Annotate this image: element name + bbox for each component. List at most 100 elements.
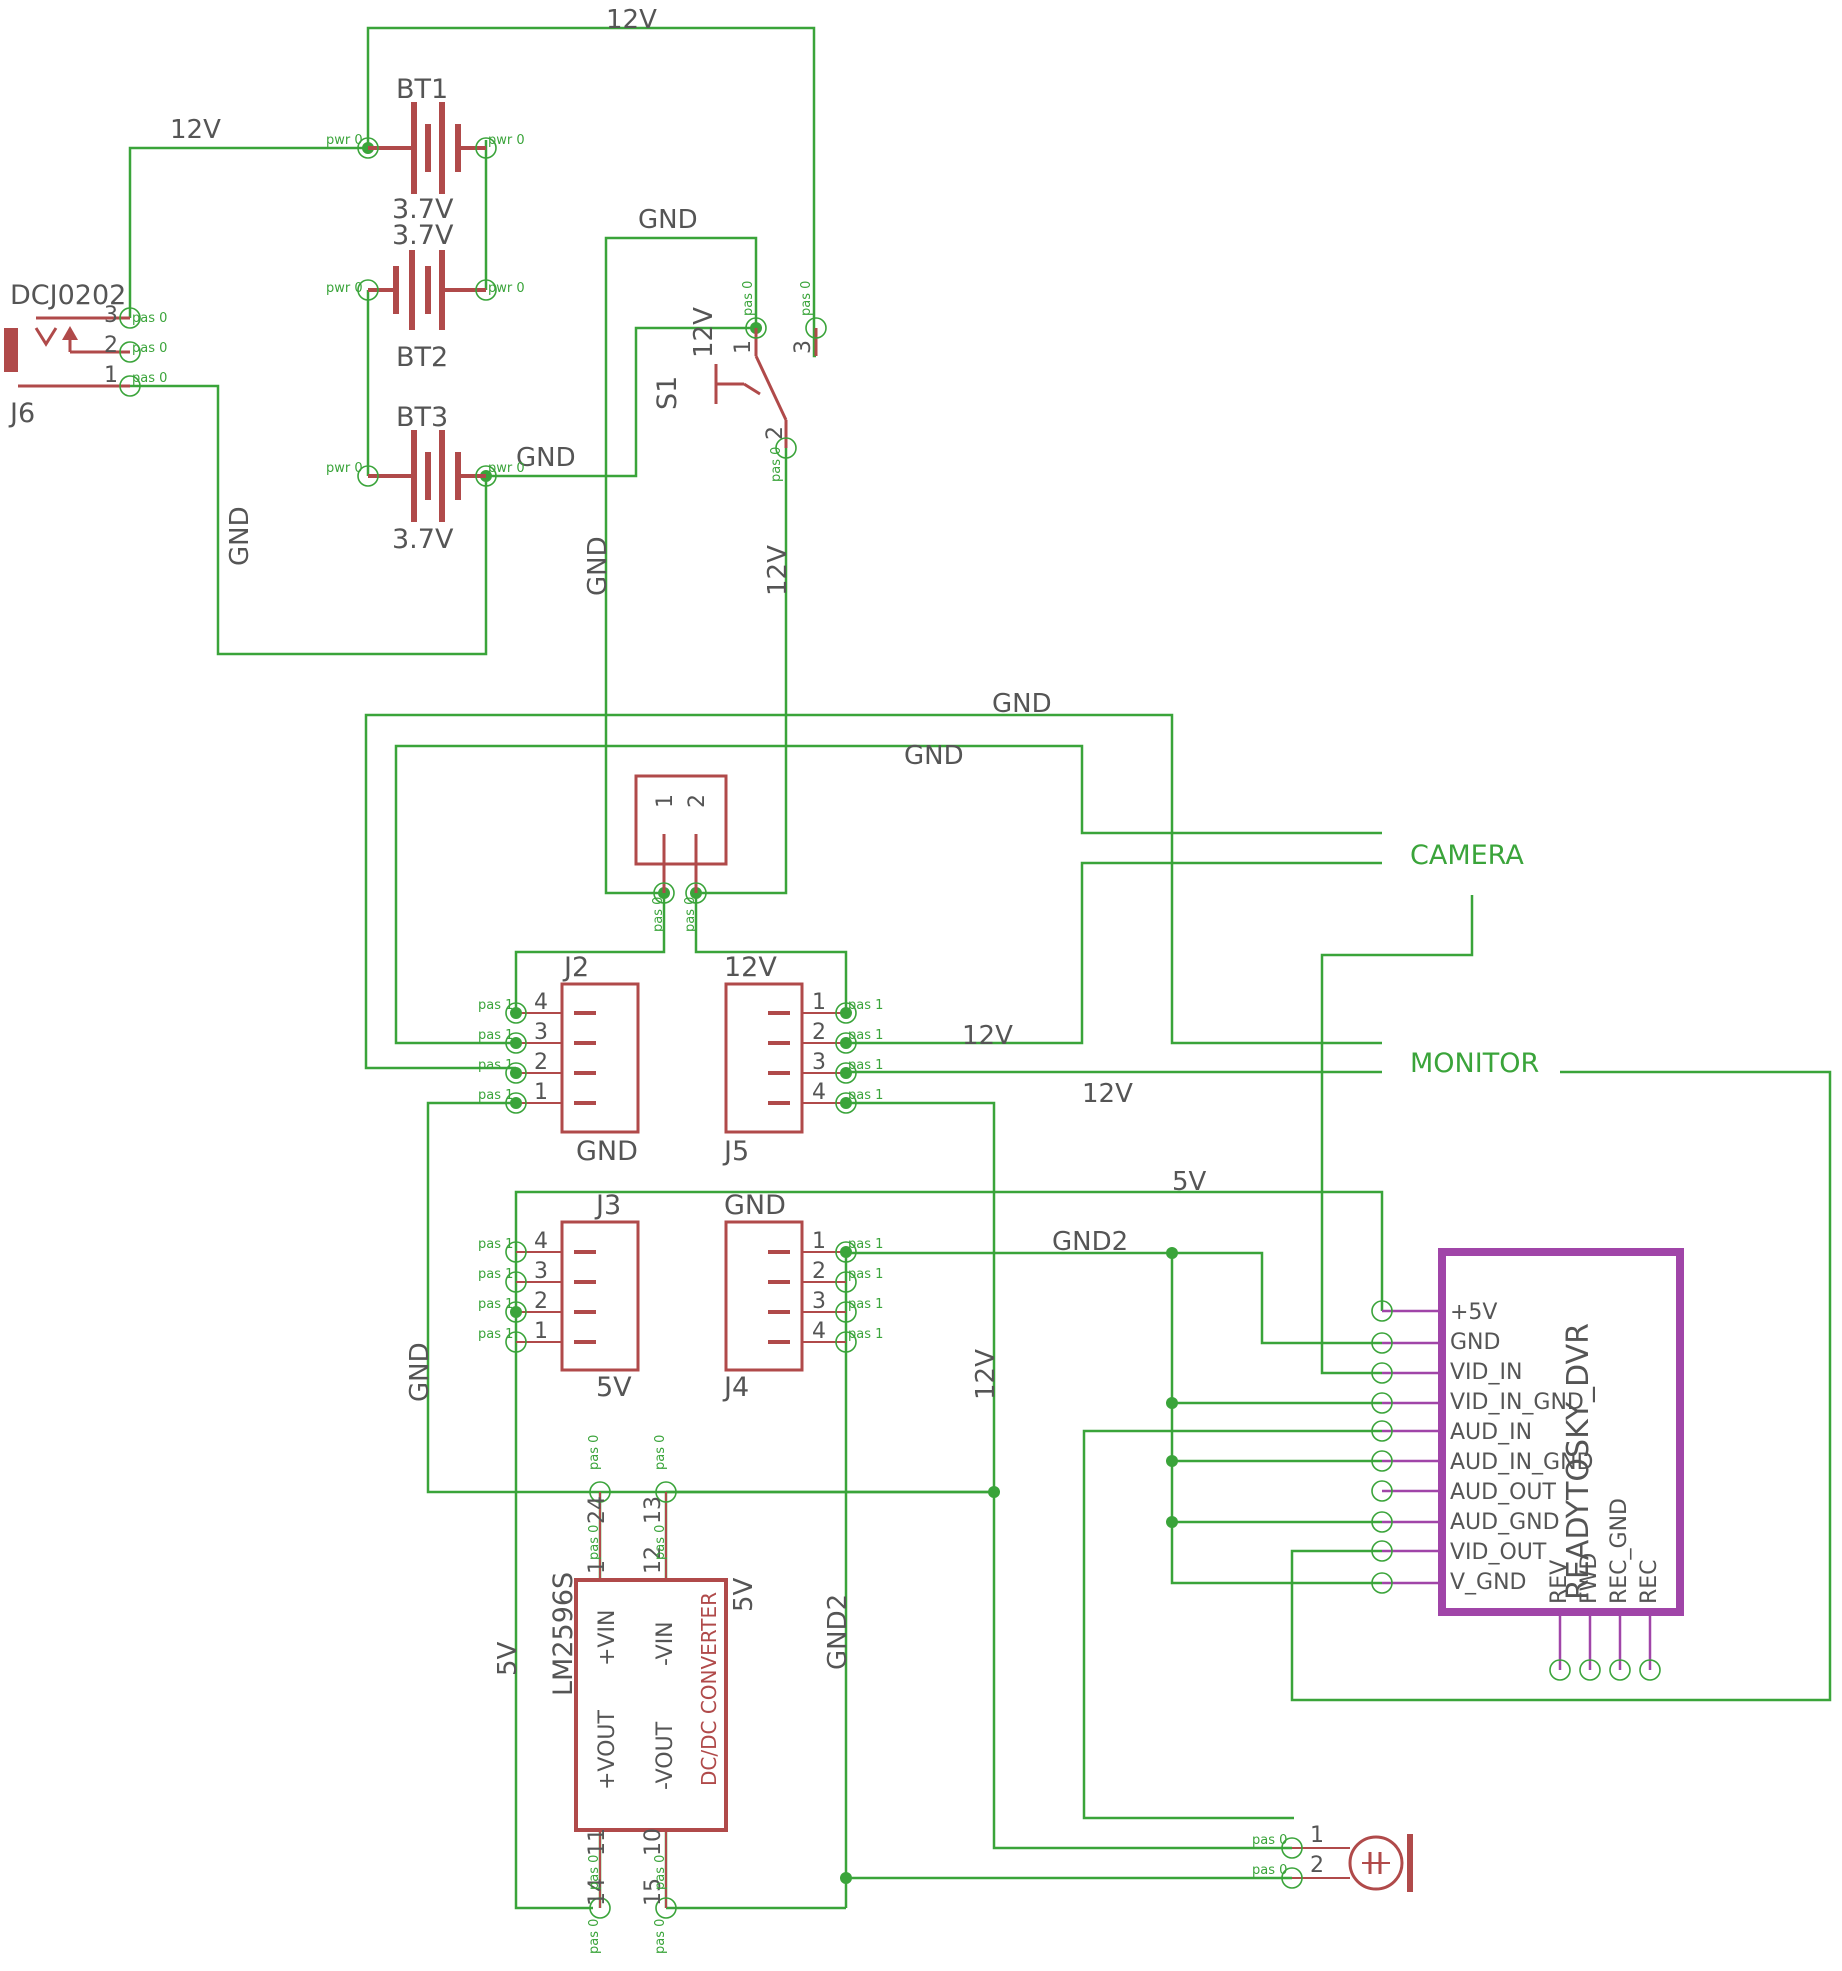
svg-text:pwr 0: pwr 0 [326,461,363,476]
svg-text:11: 11 [585,1828,610,1856]
svg-text:pas 0: pas 0 [653,1855,668,1890]
dvr-pin-rev: REV [1547,1560,1572,1604]
j4-ref: J4 [722,1372,749,1403]
dvr-pin-vid-in-gnd: VID_IN_GND [1450,1390,1584,1415]
dvr-pin-v-gnd: V_GND [1450,1570,1527,1595]
svg-text:1: 1 [585,1560,610,1574]
dc-jack-value: DCJ0202 [10,280,126,311]
net-label-5v-converter: 5V [729,1577,759,1612]
svg-text:pas 0: pas 0 [653,1525,668,1560]
dvr-name: READYTOSKY_DVR [1561,1323,1596,1600]
net-label-gnd-switch: GND [638,205,698,235]
bt3-ref: BT3 [396,402,448,433]
svg-text:pwr 0: pwr 0 [488,133,525,148]
svg-text:pas 0: pas 0 [587,1855,602,1890]
dvr-pin-aud-out: AUD_OUT [1450,1480,1557,1505]
converter-pin-vout-neg: -VOUT [653,1721,678,1790]
dvr-pin-fwd: FWD [1577,1553,1602,1604]
svg-text:pwr 0: pwr 0 [326,133,363,148]
switch-s1: S1 1 2 3 pas 0 pas 0 pas 0 [652,281,827,482]
net-label-gnd2-bus: GND2 [1052,1227,1128,1257]
net-label-gnd-jack: GND [225,506,255,566]
svg-text:pas 0: pas 0 [799,281,814,316]
svg-text:3: 3 [812,1050,826,1075]
svg-text:pas 1: pas 1 [848,1058,883,1073]
svg-text:12: 12 [641,1546,666,1574]
dvr-pin-vid-out: VID_OUT [1450,1540,1547,1565]
bt2-ref: BT2 [396,342,448,373]
svg-text:24: 24 [585,1496,610,1524]
dc-dc-converter: LM2596S DC/DC CONVERTER +VIN -VIN +VOUT … [548,1435,728,1954]
bt3-value: 3.7V [392,524,454,555]
dc-jack-ref: J6 [8,398,35,429]
svg-text:1: 1 [534,1319,548,1344]
net-label-12v-top: 12V [606,5,657,35]
svg-text:pwr 0: pwr 0 [488,281,525,296]
connector-j5: 1 2 3 4 pas 1 pas 1 pas 1 pas 1 12V J5 [722,952,883,1167]
svg-text:pas 1: pas 1 [478,1327,513,1342]
net-label-gnd-camera-loop: GND [904,741,964,771]
header-pin-2: 2 [685,794,710,808]
converter-value: DC/DC CONVERTER [697,1592,721,1786]
svg-text:pas 1: pas 1 [478,1088,513,1103]
wires [128,26,1832,1910]
net-label-12v-s1: 12V [689,307,719,358]
bt1-ref: BT1 [396,74,448,105]
monitor-label: MONITOR [1410,1048,1539,1079]
net-label-12v-switch: 12V [763,545,793,596]
svg-text:pas 1: pas 1 [848,1088,883,1103]
svg-text:pwr 0: pwr 0 [326,281,363,296]
connector-j2: 4 3 2 1 pas 1 pas 1 pas 1 pas 1 J2 GND [478,952,640,1167]
header-pin-1: 1 [653,794,678,808]
microphone: 1 2 pas 0 pas 0 [1252,1823,1413,1892]
svg-text:1: 1 [534,1080,548,1105]
net-label-gnd-monitor-loop: GND [992,689,1052,719]
svg-text:pas 1: pas 1 [848,1028,883,1043]
net-label-gnd-loop: GND [583,536,613,596]
svg-text:pas 1: pas 1 [478,1267,513,1282]
svg-text:pas 0: pas 0 [587,1435,602,1470]
svg-text:1: 1 [812,1229,826,1254]
switch-pin-3: 3 [791,340,816,354]
svg-text:pas 0: pas 0 [769,447,784,482]
svg-text:pas 0: pas 0 [132,311,167,326]
net-label-12v-camera: 12V [962,1021,1013,1051]
j5-ref: J5 [722,1136,749,1167]
mic-pin-1: 1 [1310,1823,1324,1848]
svg-text:4: 4 [812,1319,826,1344]
net-label-gnd-bt3: GND [516,443,576,473]
dc-jack: DCJ0202 J6 3 2 1 pas 0 pas 0 pas 0 [4,280,167,429]
dc-jack-pin-1: 1 [104,363,118,388]
j2-value: GND [576,1136,638,1167]
bt1-value: 3.7V [392,194,454,225]
dvr-pin-aud-in-gnd: AUD_IN_GND [1450,1450,1593,1475]
svg-text:4: 4 [534,1229,548,1254]
mic-pin-2: 2 [1310,1853,1324,1878]
camera-label: CAMERA [1410,840,1524,871]
j3-ref: J3 [594,1190,621,1221]
connector-j4: 1 2 3 4 pas 1 pas 1 pas 1 pas 1 GND J4 [722,1190,883,1403]
svg-text:pas 1: pas 1 [848,1267,883,1282]
svg-text:pas 1: pas 1 [478,1058,513,1073]
svg-text:pas 0: pas 0 [1252,1833,1287,1848]
svg-text:15: 15 [641,1878,666,1906]
svg-text:4: 4 [812,1080,826,1105]
net-label-5v-bus: 5V [1172,1167,1207,1197]
net-label-gnd2-converter: GND2 [823,1594,853,1670]
switch-pin-2: 2 [763,426,788,440]
svg-text:pas 1: pas 1 [478,998,513,1013]
svg-text:pas 1: pas 1 [478,1237,513,1252]
dvr-pin-gnd: GND [1450,1330,1500,1355]
svg-text:2: 2 [534,1050,548,1075]
two-pin-header: 1 2 pas 0 pas 0 [634,774,728,932]
j3-value: 5V [596,1372,632,1403]
svg-text:pas 0: pas 0 [1252,1863,1287,1878]
net-label-5v-left: 5V [493,1641,523,1676]
svg-text:pas 0: pas 0 [651,897,666,932]
battery-bt1: BT1 3.7V pwr 0 pwr 0 [326,74,525,225]
dvr-pin-aud-in: AUD_IN [1450,1420,1532,1445]
switch-pin-1: 1 [731,340,756,354]
net-label-12v-monitor: 12V [1082,1079,1133,1109]
svg-text:pas 0: pas 0 [587,1525,602,1560]
net-labels: 12V 12V GND GND GND GND 12V 12V GND GND … [170,5,1207,1676]
